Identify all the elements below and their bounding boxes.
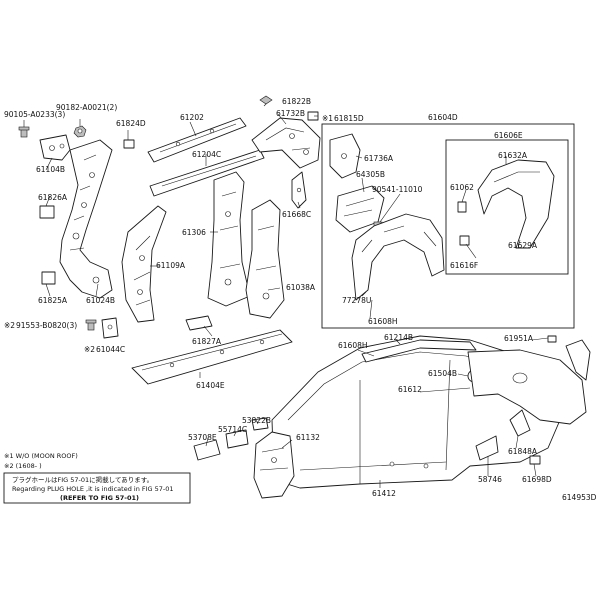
- label-61606E: 61606E: [494, 131, 523, 140]
- reference-english: Regarding PLUG HOLE ,it is indicated in …: [12, 485, 174, 493]
- label-58746: 58746: [478, 475, 502, 484]
- part-61104B-shape: [39, 134, 71, 161]
- part-61827A-shape: [185, 315, 213, 331]
- part-61824D-shape: [123, 139, 135, 149]
- label-61632A: 61632A: [498, 151, 528, 160]
- part-61204C-shape: [149, 149, 265, 197]
- part-61616F-shape: [459, 235, 470, 246]
- label-61825A: 61825A: [38, 296, 68, 305]
- label-61815D: 61815D: [334, 114, 364, 123]
- part-61668C-shape: [291, 171, 307, 209]
- label-61827A: 61827A: [192, 337, 222, 346]
- box-61606E: [445, 139, 569, 275]
- label-61826A: 61826A: [38, 193, 68, 202]
- part-61612-tail-shape: [565, 339, 591, 381]
- label-64305B: 64305B: [356, 170, 385, 179]
- part-61826A-shape: [39, 205, 55, 219]
- part-61698D-shape: [529, 455, 541, 465]
- part-61632A-shape: [477, 159, 555, 249]
- part-61214B-shape: [361, 339, 477, 363]
- mark-61044C: ※2: [84, 345, 95, 354]
- label-77278U: 77278U: [342, 296, 371, 305]
- label-61608H: 61608H: [338, 341, 368, 350]
- mark-61815D: ※1: [322, 114, 333, 123]
- label-61204C: 61204C: [192, 150, 221, 159]
- label-61629A: 61629A: [508, 241, 538, 250]
- label-61132: 61132: [296, 433, 320, 442]
- label-61062: 61062: [450, 183, 474, 192]
- label-61306: 61306: [182, 228, 206, 237]
- reference-fig: (REFER TO FIG 57-01): [60, 494, 139, 502]
- label-61412: 61412: [372, 489, 396, 498]
- label-90105: 90105-A0233(3): [4, 110, 65, 119]
- part-61044C-shape: [101, 317, 119, 339]
- label-61109A: 61109A: [156, 261, 186, 270]
- label-61848A: 61848A: [508, 447, 538, 456]
- label-61214B: 61214B: [384, 333, 413, 342]
- bolt-91553: [85, 319, 97, 331]
- label-90182: 90182-A0021(2): [56, 103, 117, 112]
- note-date-range: ※2 (1608- ): [4, 462, 42, 470]
- label-53822B: 53822B: [242, 416, 271, 425]
- part-61202-shape: [147, 117, 247, 163]
- note-moon-roof: ※1 W/O (MOON ROOF): [4, 452, 78, 460]
- label-61104B: 61104B: [36, 165, 65, 174]
- label-91553: 91553-B0820(3): [16, 321, 77, 330]
- part-61736A-shape: [329, 133, 361, 179]
- label-61824D: 61824D: [116, 119, 146, 128]
- label-61616F: 61616F: [450, 261, 478, 270]
- leader-lines: [45, 103, 549, 488]
- part-61951A-shape: [547, 335, 557, 343]
- nut-90182: [73, 125, 87, 138]
- label-61608H-box: 61608H: [368, 317, 398, 326]
- part-61732B-shape: [251, 117, 321, 169]
- label-61038A: 61038A: [286, 283, 316, 292]
- part-53708E-shape: [193, 439, 221, 461]
- part-61848A-shape: [509, 409, 531, 437]
- label-61604D: 61604D: [428, 113, 458, 122]
- part-61024B-shape: [59, 139, 113, 299]
- part-58746-shape: [475, 435, 499, 461]
- mark-91553: ※2: [4, 321, 15, 330]
- label-61202: 61202: [180, 113, 204, 122]
- label-61612: 61612: [398, 385, 422, 394]
- label-61698D: 61698D: [522, 475, 552, 484]
- part-61404E-shape: [131, 329, 293, 385]
- part-53822B-shape: [251, 417, 269, 431]
- part-61825A-shape: [41, 271, 56, 285]
- label-55714C: 55714C: [218, 425, 247, 434]
- label-61404E: 61404E: [196, 381, 225, 390]
- part-61306-shape: [207, 171, 251, 307]
- bolt-90105: [18, 126, 30, 138]
- label-53708E: 53708E: [188, 433, 217, 442]
- part-77278U-shape: [351, 213, 445, 301]
- label-61024B: 61024B: [86, 296, 115, 305]
- part-61062-shape: [457, 201, 467, 213]
- part-61038A-shape: [245, 199, 285, 319]
- label-61668C: 61668C: [282, 210, 311, 219]
- diagram-id: 614953D: [562, 493, 597, 502]
- label-90541: 90541-11010: [372, 185, 423, 194]
- label-61736A: 61736A: [364, 154, 394, 163]
- reference-japanese: プラグホールはFIG 57-01に掲載してあります。: [12, 475, 153, 484]
- part-61132-shape: [253, 431, 295, 499]
- label-61951A: 61951A: [504, 334, 534, 343]
- label-61044C: 61044C: [96, 345, 125, 354]
- reference-box: [3, 472, 191, 504]
- label-61732B: 61732B: [276, 109, 305, 118]
- label-61504B: 61504B: [428, 369, 457, 378]
- part-61822B-shape: [259, 95, 273, 105]
- part-61109A-shape: [121, 205, 167, 323]
- part-55714C-shape: [225, 429, 249, 449]
- label-61822B: 61822B: [282, 97, 311, 106]
- box-61604D: [321, 123, 575, 329]
- part-61612-shape: [467, 349, 587, 425]
